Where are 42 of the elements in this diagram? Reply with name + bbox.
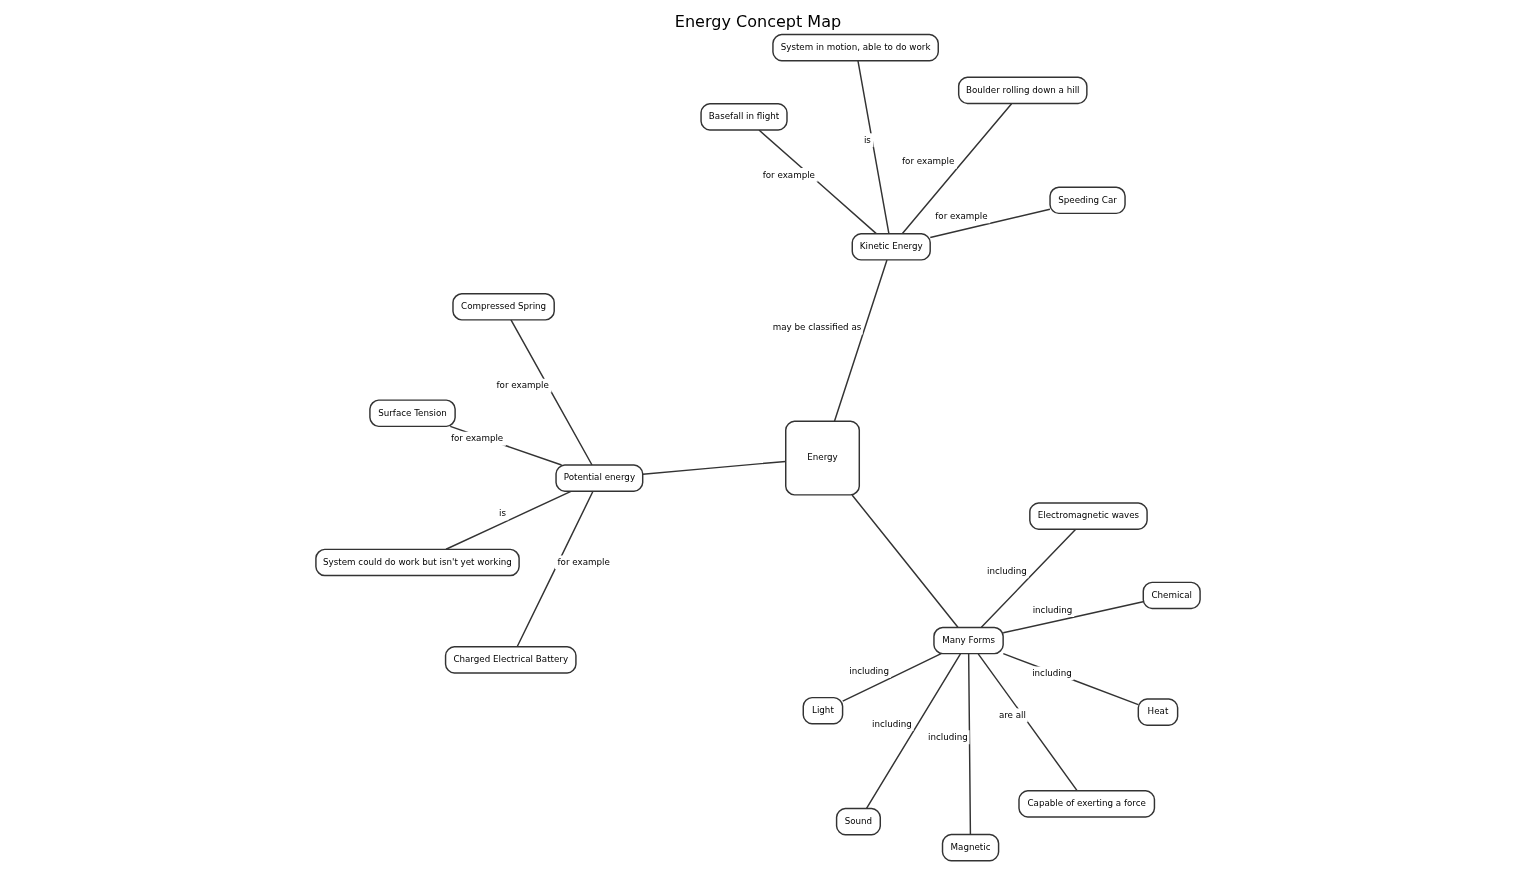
node-box: Many Forms <box>933 626 1004 655</box>
edge-label: including <box>1032 667 1072 678</box>
edge-label: for example <box>557 556 610 567</box>
edge-label: for example <box>935 211 988 222</box>
node-box: Sound <box>835 807 881 836</box>
node-box: Potential energy <box>555 464 644 492</box>
diagram-title: Energy Concept Map <box>674 11 842 31</box>
node-box: Surface Tension <box>369 399 456 428</box>
node-box: Speeding Car <box>1049 186 1126 215</box>
connector <box>510 319 593 466</box>
node-box: Boulder rolling down a hill <box>957 76 1088 105</box>
edge-label: may be classified as <box>772 322 862 333</box>
connector <box>642 460 787 475</box>
node-box: Capable of exerting a force <box>1018 790 1156 818</box>
edge-label: including <box>1032 604 1073 615</box>
node-box: Energy <box>785 420 860 496</box>
node-box: Kinetic Energy <box>851 232 931 261</box>
connector <box>1002 652 1139 706</box>
edge-label: including <box>849 665 889 676</box>
edge-label: for example <box>762 169 815 180</box>
edge-label: including <box>987 565 1027 576</box>
edge-label: for example <box>902 156 955 167</box>
node-box: System could do work but isn't yet working <box>315 548 520 577</box>
node-box: System in motion, able to do work <box>772 33 939 62</box>
node-box: Compressed Spring <box>452 292 555 321</box>
node-box: Basefall in flight <box>700 102 788 131</box>
edge-label: is <box>863 134 871 145</box>
node-box: Chemical <box>1142 581 1201 610</box>
connector <box>842 653 942 702</box>
node-box: Electromagnetic waves <box>1029 502 1148 530</box>
node-box: Heat <box>1137 698 1179 726</box>
node-box: Light <box>802 696 844 725</box>
edge-label: including <box>928 731 968 742</box>
edge-label: for example <box>496 380 549 391</box>
edge-label: including <box>871 718 912 729</box>
node-box: Magnetic <box>941 833 1000 862</box>
connector <box>851 494 959 628</box>
node-box: Charged Electrical Battery <box>444 646 577 674</box>
edge-label: are all <box>998 709 1026 720</box>
connector <box>865 653 962 809</box>
edge-label: is <box>499 508 507 519</box>
edge-label: for example <box>450 433 504 444</box>
